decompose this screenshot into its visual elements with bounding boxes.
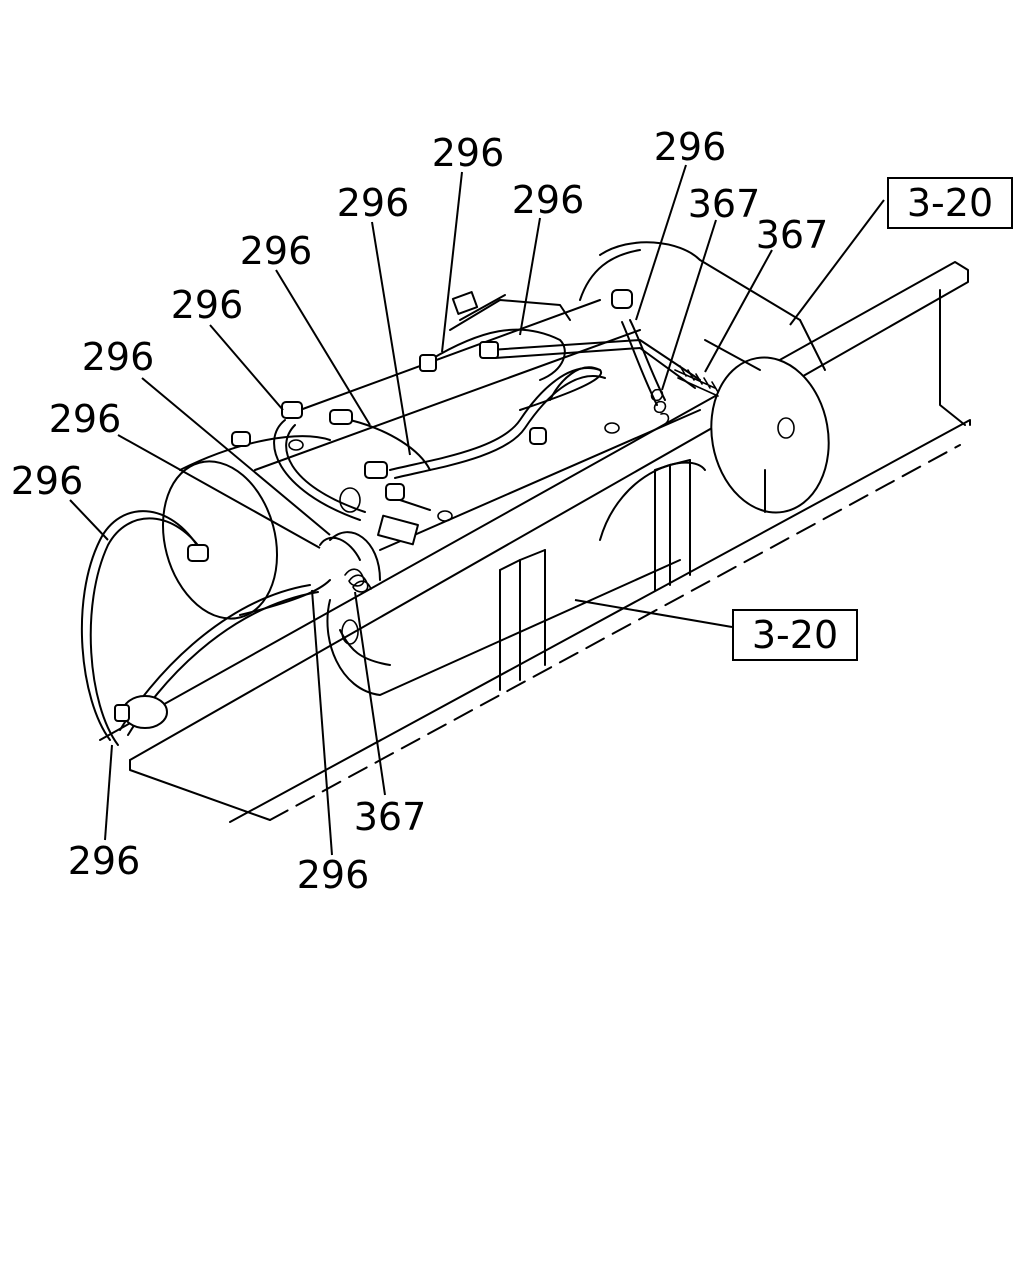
reference-box-middle: 3-20 [732,609,858,661]
callout-296: 296 [512,178,585,222]
reference-label-middle: 3-20 [752,613,838,657]
callout-296: 296 [337,181,410,225]
rear-air-tank [579,241,830,514]
frame-rail [99,261,971,823]
front-air-tank [161,435,331,620]
callout-296: 296 [297,853,370,897]
coiled-hoses [344,365,719,593]
callout-296: 296 [240,229,313,273]
lower-air-tank [326,459,706,696]
pipe-fittings [114,289,633,729]
callout-296: 296 [432,131,505,175]
callout-296: 296 [171,283,244,327]
callout-367: 367 [688,182,761,226]
reference-label-top: 3-20 [907,181,993,225]
part-callouts: 296 296 296 367 367 296 296 296 296 296 … [11,125,829,897]
callout-296: 296 [49,397,122,441]
callout-296: 296 [68,839,141,883]
callout-367: 367 [756,213,829,257]
reference-box-top: 3-20 [887,177,1013,229]
callout-296: 296 [82,335,155,379]
leader-lines [69,164,885,856]
callout-296: 296 [654,125,727,169]
callout-296: 296 [11,459,84,503]
callout-367: 367 [354,795,427,839]
air-lines [80,294,701,746]
